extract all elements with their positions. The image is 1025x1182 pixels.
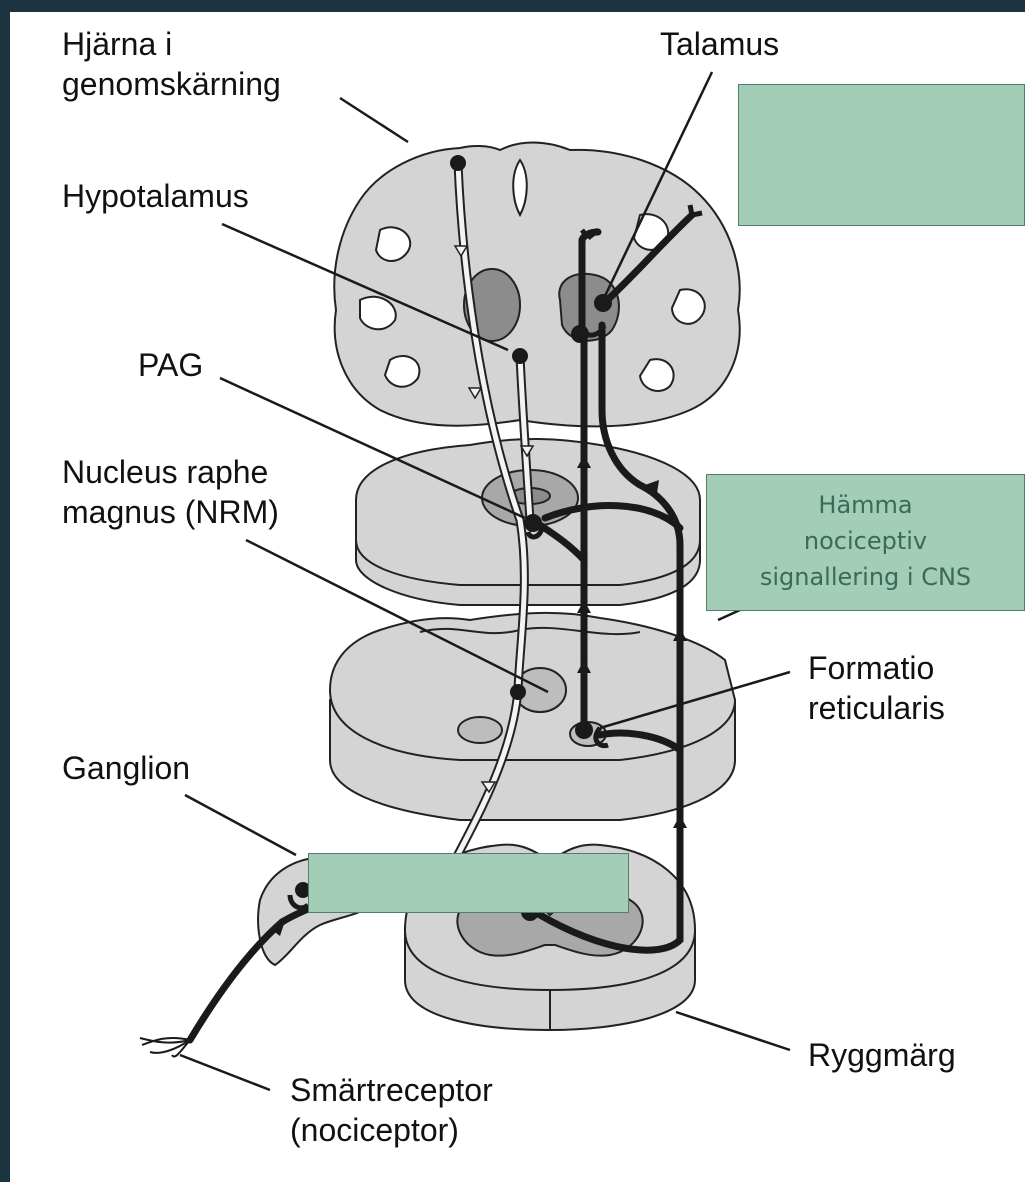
answer-box-middle-right-text: Hämma nociceptiv signallering i CNS <box>707 475 1024 595</box>
label-nrm-line1: Nucleus raphe <box>62 452 279 492</box>
answer-box-bottom-left-text <box>309 854 628 870</box>
label-hypothalamus: Hypotalamus <box>62 176 249 216</box>
label-ganglion: Ganglion <box>62 748 190 788</box>
label-nrm: Nucleus raphe magnus (NRM) <box>62 452 279 532</box>
nerve-endings <box>140 1038 190 1057</box>
label-reticular-formation: Formatio reticularis <box>808 648 945 728</box>
answer-box-middle-right-line2: nociceptiv <box>707 523 1024 559</box>
answer-box-middle-right: Hämma nociceptiv signallering i CNS <box>706 474 1025 611</box>
label-brain-section: Hjärna i genomskärning <box>62 24 281 104</box>
label-pag: PAG <box>138 345 203 385</box>
answer-box-top-right <box>738 84 1025 226</box>
label-pain-receptor-line1: Smärtreceptor <box>290 1070 493 1110</box>
label-thalamus: Talamus <box>660 24 779 64</box>
medulla-slab <box>330 613 735 820</box>
label-spinal-cord: Ryggmärg <box>808 1035 956 1075</box>
label-reticular-formation-line2: reticularis <box>808 688 945 728</box>
label-pain-receptor-line2: (nociceptor) <box>290 1110 493 1150</box>
label-reticular-formation-line1: Formatio <box>808 648 945 688</box>
answer-box-bottom-left <box>308 853 629 913</box>
label-brain-section-line1: Hjärna i <box>62 24 281 64</box>
answer-box-middle-right-line1: Hämma <box>707 487 1024 523</box>
answer-box-top-right-text <box>739 85 1024 101</box>
label-pain-receptor: Smärtreceptor (nociceptor) <box>290 1070 493 1150</box>
label-nrm-line2: magnus (NRM) <box>62 492 279 532</box>
label-brain-section-line2: genomskärning <box>62 64 281 104</box>
answer-box-middle-right-line3: signallering i CNS <box>707 559 1024 595</box>
